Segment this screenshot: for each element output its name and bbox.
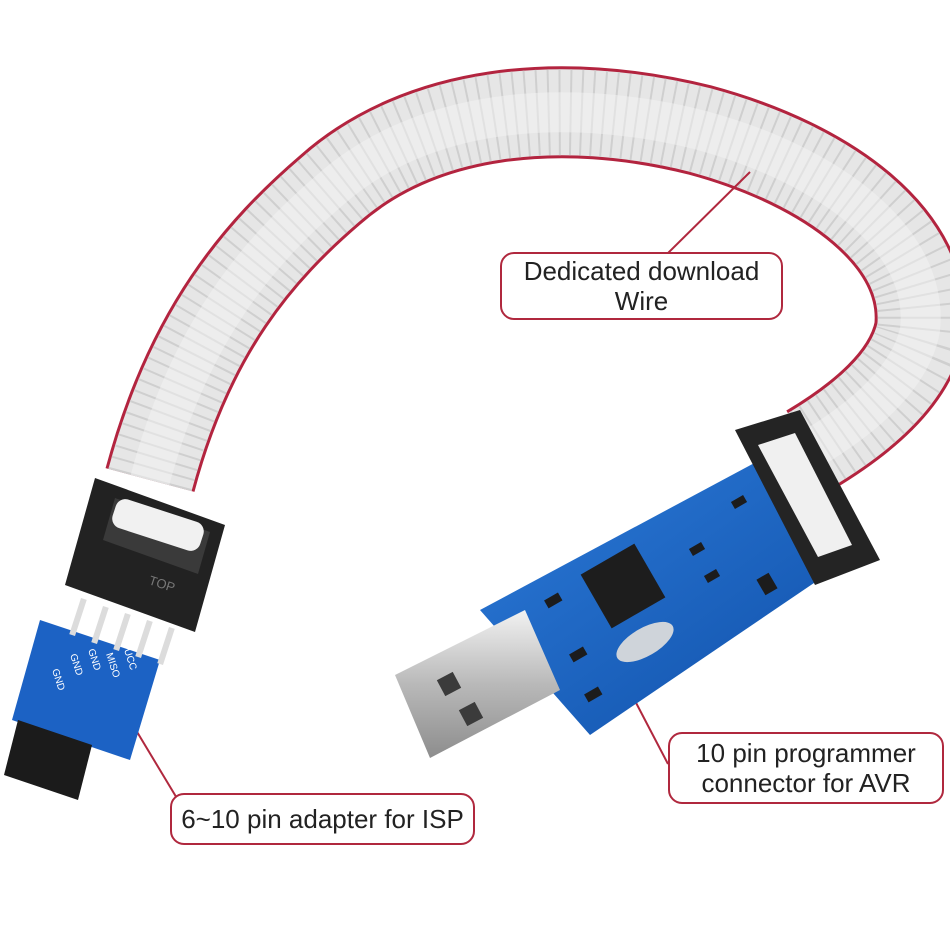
callout-isp-adapter: 6~10 pin adapter for ISP — [170, 793, 475, 845]
callout-avr-line2: connector for AVR — [701, 768, 911, 798]
programmer-board — [395, 410, 880, 758]
wire-leader — [664, 171, 751, 257]
callout-10-pin-connector: 10 pin programmer connector for AVR — [668, 732, 944, 804]
callout-wire-line2: Wire — [614, 286, 669, 316]
callout-dedicated-download-wire: Dedicated download Wire — [500, 252, 783, 320]
smd-parts — [544, 495, 778, 703]
isp-adapter: TOP GND GND GND MISO UCC — [4, 478, 225, 800]
ribbon-cable — [105, 66, 950, 493]
callout-wire-line1: Dedicated download — [523, 256, 760, 286]
adapter-silkscreen: GND GND GND MISO UCC — [49, 648, 138, 693]
callout-isp-line1: 6~10 pin adapter for ISP — [181, 804, 464, 834]
callout-avr-line1: 10 pin programmer — [696, 738, 916, 768]
adapter-pins — [69, 598, 175, 665]
